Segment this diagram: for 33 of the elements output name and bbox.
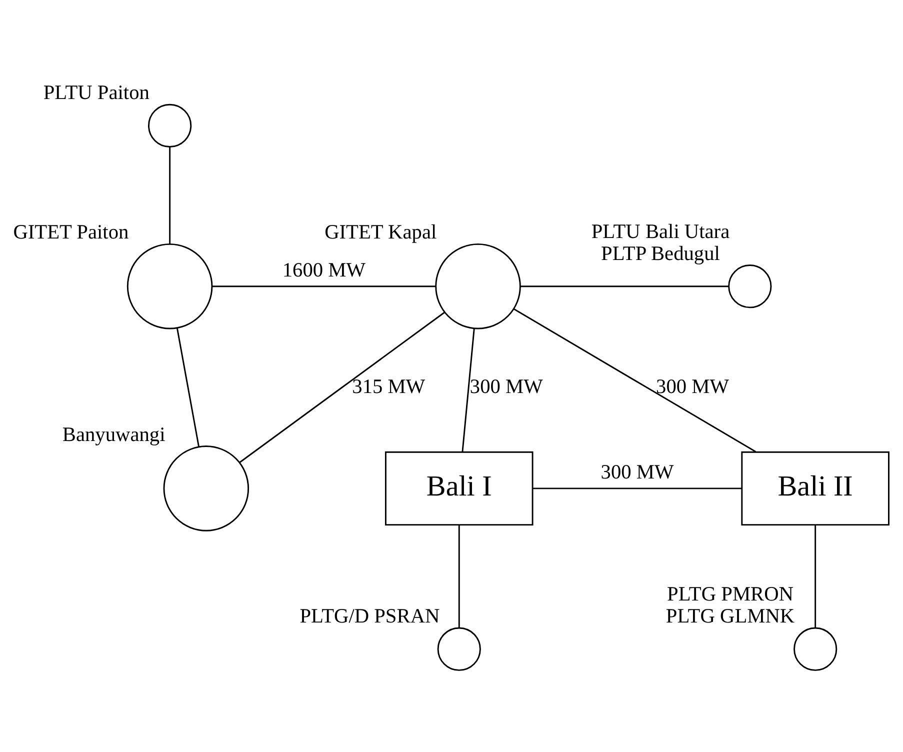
connector [520, 285, 728, 287]
node-label: GITET Kapal [324, 221, 437, 244]
node-circle [163, 445, 250, 531]
edge-label: 1600 MW [282, 258, 366, 281]
node-label: PLTU Bali Utara [591, 220, 730, 242]
node-label: PLTG/D PSRAN [300, 604, 440, 627]
node-box: Bali I [384, 450, 534, 526]
node-label: PLTG GLMNK [666, 604, 795, 627]
node-label: PLTP Bedugul [601, 242, 720, 264]
node-box: Bali II [741, 450, 890, 526]
edge-label: 300 MW [656, 375, 729, 398]
node-label: PLTG PMRON [667, 583, 794, 606]
node-circle [437, 626, 481, 670]
node-circle [728, 264, 772, 308]
node-circle [794, 626, 838, 670]
node-label: Banyuwangi [62, 423, 166, 446]
edge-label: 315 MW [352, 375, 426, 398]
node-circle [435, 242, 521, 329]
node-label: PLTU Paiton [43, 82, 150, 104]
connector [176, 327, 200, 446]
connector [169, 146, 171, 244]
edge-label: 300 MW [470, 375, 543, 398]
connector [212, 285, 436, 287]
connector [514, 308, 756, 452]
node-label: GITET Paiton [13, 221, 129, 244]
node-circle [126, 242, 213, 329]
edge-label: 300 MW [600, 461, 674, 484]
node-circle [148, 103, 192, 148]
connector [239, 311, 446, 462]
connector [532, 487, 742, 489]
connector [458, 524, 460, 628]
connector [814, 524, 816, 628]
connector [462, 328, 475, 452]
